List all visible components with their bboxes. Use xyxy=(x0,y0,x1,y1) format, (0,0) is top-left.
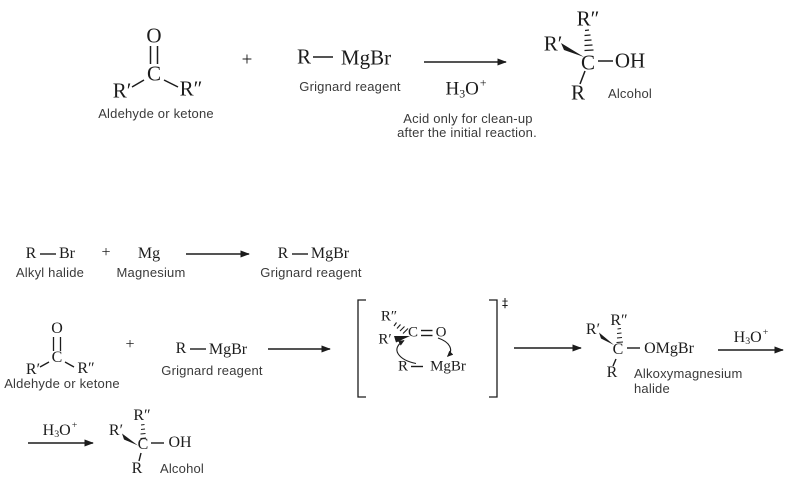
alkoxide-caption-line2: halide xyxy=(634,380,670,396)
r3-carbonyl-O: O xyxy=(51,320,63,337)
ts-R-double-prime: R″ xyxy=(380,308,398,325)
r1-alcohol-caption: Alcohol xyxy=(607,85,653,101)
r2-mg-caption: Magnesium xyxy=(116,264,186,280)
r2-grignard-MgBr: MgBr xyxy=(310,245,350,262)
ts-right-bracket xyxy=(489,299,498,398)
r2-halide-caption: Alkyl halide xyxy=(15,264,85,280)
r1-hydronium: H3O+ xyxy=(445,77,487,101)
r4-hydronium-charge: + xyxy=(71,419,78,431)
ts-R: R xyxy=(397,358,409,375)
r3-grignard-MgBr: MgBr xyxy=(208,341,248,358)
alkoxide-C: C xyxy=(612,341,624,358)
r1-grignard-MgBr: MgBr xyxy=(340,45,392,70)
ts-double-dagger: ‡ xyxy=(502,296,508,310)
r1-alcohol-OH: OH xyxy=(614,48,646,73)
r3-hydronium-charge: + xyxy=(762,326,769,338)
ts-dashed-wedge-bond xyxy=(393,322,409,334)
r3-plus-sign: + xyxy=(125,336,135,353)
r1-plus-sign: + xyxy=(241,49,253,71)
r1-alcohol-dashed-wedge-bond xyxy=(584,29,594,52)
alkoxide-plain-bonds xyxy=(612,347,640,367)
r1-grignard-R: R xyxy=(296,44,312,69)
r4-alcohol-C: C xyxy=(137,436,149,453)
r4-alcohol-R: R xyxy=(131,460,143,477)
ts-curved-arrow-rmg-to-c xyxy=(396,340,417,365)
r1-note-line1: Acid only for clean-up xyxy=(403,110,533,126)
r4-hydronium-subscript: 3 xyxy=(54,429,60,441)
r4-alcohol-R-double-prime: R″ xyxy=(133,407,151,424)
r1-carbonyl-C: C xyxy=(146,61,162,86)
r4-alcohol-plain-bonds xyxy=(138,442,164,462)
r1-note-line2: after the initial reaction. xyxy=(397,124,537,140)
r2-Mg: Mg xyxy=(137,245,161,262)
r4-alcohol-R-prime: R′ xyxy=(108,422,124,439)
r2-grignard-caption: Grignard reagent xyxy=(260,264,362,280)
r1-hydronium-O: O xyxy=(465,78,479,100)
r4-hydronium-O: O xyxy=(59,422,71,439)
r4-hydronium-H: H xyxy=(42,422,55,439)
r3-grignard-caption: Grignard reagent xyxy=(161,362,263,378)
r1-hydronium-H: H xyxy=(445,78,460,100)
r3-carbonyl-bonds xyxy=(39,337,75,368)
ts-curved-arrow-pi-to-mg xyxy=(437,337,454,357)
r4-alcohol-solid-wedge-bond xyxy=(122,433,138,446)
r4-alcohol-OH: OH xyxy=(168,434,192,451)
r3-hydronium-O: O xyxy=(750,329,762,346)
alkoxide-dashed-wedge-bond xyxy=(616,327,624,344)
r2-halide-Br: Br xyxy=(59,245,75,262)
r4-hydronium: H3O+ xyxy=(42,419,78,441)
r1-carbonyl-caption: Aldehyde or ketone xyxy=(98,105,214,121)
ts-O: O xyxy=(435,324,447,341)
r3-hydronium-H: H xyxy=(733,329,746,346)
r3-carbonyl-R-double-prime: R″ xyxy=(77,360,95,377)
r1-alcohol-R: R xyxy=(570,80,586,105)
r1-grignard-caption: Grignard reagent xyxy=(299,78,401,94)
alkoxide-R: R xyxy=(606,364,618,381)
r1-alcohol-plain-bonds xyxy=(579,60,613,85)
alkoxide-OMgBr: OMgBr xyxy=(644,340,694,357)
r1-carbonyl-O: O xyxy=(146,23,162,48)
r1-alcohol-R-prime: R′ xyxy=(543,31,563,56)
alkoxide-solid-wedge-bond xyxy=(599,332,614,345)
r1-carbonyl-R-double-prime: R″ xyxy=(179,76,203,101)
r1-alcohol-solid-wedge-bond xyxy=(561,43,584,57)
r4-alcohol-caption: Alcohol xyxy=(159,460,205,476)
alkoxide-caption-line1: Alkoxymagnesium xyxy=(634,365,743,381)
r1-hydronium-charge: + xyxy=(479,76,487,90)
r2-halide-R: R xyxy=(25,245,37,262)
r1-hydronium-subscript: 3 xyxy=(459,87,466,101)
ts-C: C xyxy=(407,324,419,341)
r1-alcohol-C: C xyxy=(580,50,596,75)
alkoxide-R-double-prime: R″ xyxy=(610,312,628,329)
ts-left-bracket xyxy=(357,299,366,398)
r3-grignard-R: R xyxy=(175,340,187,357)
r2-grignard-R: R xyxy=(277,245,289,262)
r2-plus-sign: + xyxy=(101,244,111,261)
ts-R-prime: R′ xyxy=(378,331,392,348)
r1-alcohol-R-double-prime: R″ xyxy=(576,6,600,31)
r3-carbonyl-C: C xyxy=(51,349,63,366)
alkoxide-R-prime: R′ xyxy=(585,321,601,338)
r3-carbonyl-caption: Aldehyde or ketone xyxy=(4,375,120,391)
r3-hydronium: H3O+ xyxy=(733,326,769,348)
r3-hydronium-subscript: 3 xyxy=(745,336,751,348)
ts-co-double-bond xyxy=(421,329,433,337)
ts-MgBr: MgBr xyxy=(430,358,466,375)
r1-carbonyl-bonds xyxy=(131,46,179,88)
r3-carbonyl-R-prime: R′ xyxy=(25,361,41,378)
r4-alcohol-dashed-wedge-bond xyxy=(140,423,147,440)
r1-carbonyl-R-prime: R′ xyxy=(112,78,132,103)
